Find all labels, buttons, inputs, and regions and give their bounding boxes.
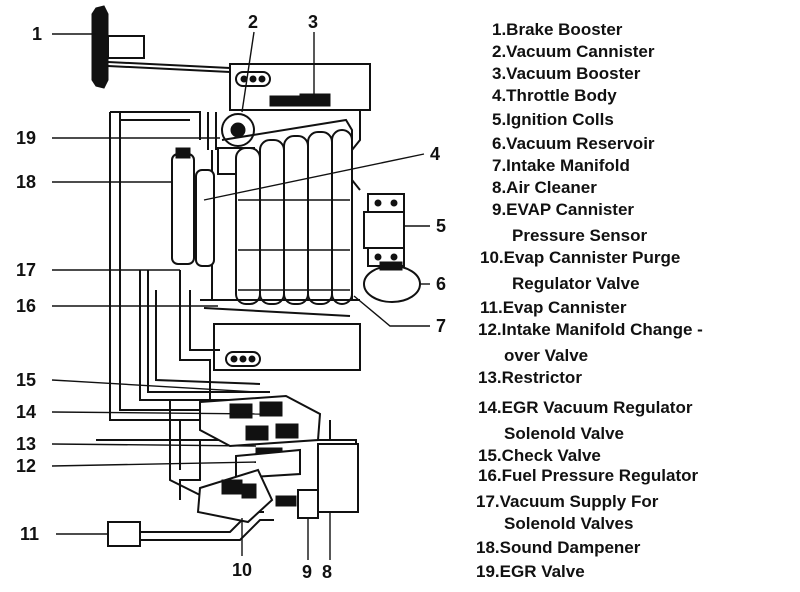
legend-item-10-cont: Regulator Valve [512,274,640,293]
callout-12: 12 [16,456,36,476]
callout-14: 14 [16,402,36,422]
legend-item-11: 11.Evap Cannister [480,298,627,317]
callout-6: 6 [436,274,446,294]
evap-pressure-sensor [275,489,319,519]
callout-15: 15 [16,370,36,390]
legend-item-8: 8.Air Cleaner [492,178,597,197]
legend-item-2: 2.Vacuum Cannister [492,42,655,61]
callout-2: 2 [248,12,258,32]
callout-16: 16 [16,296,36,316]
callout-5: 5 [436,216,446,236]
callout-4: 4 [430,144,440,164]
legend-item-12: 12.Intake Manifold Change - [478,320,703,339]
legend-item-12-cont: over Valve [504,346,589,365]
ignition-coils [363,193,405,267]
legend-item-13: 13.Restrictor [478,368,582,387]
legend-item-3: 3.Vacuum Booster [492,64,641,83]
brake-booster [91,5,231,89]
legend-item-6: 6.Vacuum Reservoir [492,134,655,153]
callout-8: 8 [322,562,332,582]
legend-item-5: 5.Ignition Colls [492,110,614,129]
legend-item-19: 19.EGR Valve [476,562,585,581]
upper-engine-cover [229,63,371,111]
callout-numbers: 1 2 3 19 18 4 5 17 6 16 7 15 14 13 12 11… [16,12,446,582]
legend-item-17: 17.Vacuum Supply For [476,492,659,511]
evap-purge-regulator-valve [196,468,274,524]
legend-item-18: 18.Sound Dampener [476,538,641,557]
legend-item-7: 7.Intake Manifold [492,156,630,175]
callout-11: 11 [20,524,39,544]
sound-dampener [171,147,215,267]
callout-17: 17 [16,260,36,280]
legend-item-10: 10.Evap Cannister Purge [480,248,681,267]
leader-lines [51,31,430,560]
legend-item-17-cont: Solenold Valves [504,514,634,533]
callout-13: 13 [16,434,36,454]
legend-item-15: 15.Check Valve [478,446,601,465]
legend-item-14-cont: Solenold Valve [504,424,624,443]
legend-item-9: 9.EVAP Cannister [492,200,635,219]
callout-10: 10 [232,560,252,580]
intake-manifold [211,118,353,305]
callout-3: 3 [308,12,318,32]
vacuum-reservoir [363,261,421,303]
callout-7: 7 [436,316,446,336]
callout-18: 18 [16,172,36,192]
evap-cannister [107,521,141,547]
legend-item-9-cont: Pressure Sensor [512,226,648,245]
callout-9: 9 [302,562,312,582]
air-cleaner [317,443,359,513]
legend-item-16: 16.Fuel Pressure Regulator [478,466,699,485]
legend-item-4: 4.Throttle Body [492,86,617,105]
legend-item-1: 1.Brake Booster [492,20,623,39]
callout-19: 19 [16,128,36,148]
legend-item-14: 14.EGR Vacuum Regulator [478,398,693,417]
lower-engine-cover [213,323,361,371]
solenoid-valve-cluster [199,394,322,480]
callout-1: 1 [32,24,42,44]
